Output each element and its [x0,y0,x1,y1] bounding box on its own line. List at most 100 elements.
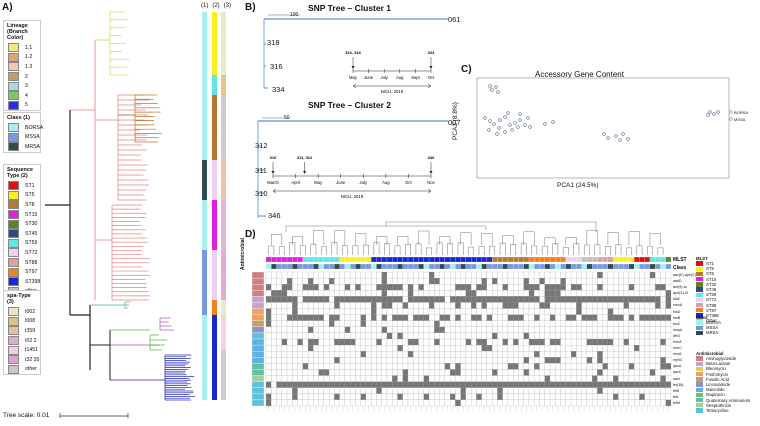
heatmap-cell [586,296,593,303]
heatmap-cell [265,302,272,309]
heatmap-cell [292,381,298,388]
heatmap-cell [592,387,598,394]
heatmap-cell [344,290,351,297]
heatmap-cell [292,271,298,279]
heatmap-cell [444,290,451,297]
heatmap-cell [623,351,630,358]
heatmap-cell [371,375,377,382]
heatmap-cell [418,393,424,401]
heatmap-cell [449,363,456,370]
heatmap-cell [576,308,582,315]
heatmap-cell [307,399,314,407]
heatmap-legend-label: Other [706,318,717,324]
legend-swatch [8,219,19,229]
heatmap-cell [439,308,445,315]
heatmap-cell [639,399,645,407]
legend-swatch [8,72,19,82]
pca-title: Accessory Gene Content [535,70,624,79]
heatmap-cell [439,314,445,321]
heatmap-cell [586,326,593,334]
heatmap-cell [539,302,545,309]
heatmap-cell [628,290,635,297]
heatmap-cell [428,296,435,303]
heatmap-cell [386,363,393,370]
heatmap-cell [334,302,340,309]
heatmap-cell [418,296,424,303]
heatmap-cell [618,369,624,376]
heatmap-cell [460,271,466,279]
heatmap-cell [665,271,672,279]
heatmap-cell [392,277,398,285]
heatmap-cell [528,393,535,401]
mlst-cell [623,256,630,263]
heatmap-cell [329,296,335,303]
heatmap-cell [618,393,624,401]
heatmap-cell [528,369,535,376]
heatmap-cell [423,375,430,382]
heatmap-cell [302,277,309,285]
heatmap-cell [592,271,598,279]
heatmap-cell [618,338,624,346]
heatmap-cell [371,363,377,370]
heatmap-cell [449,271,456,279]
heatmap-cell [586,363,593,370]
heatmap-cell [286,296,293,303]
heatmap-cell [397,320,403,327]
heatmap-cell [460,338,466,346]
heatmap-cell [655,271,661,279]
heatmap-cell [360,338,367,346]
heatmap-cell [460,375,466,382]
class-cell [376,263,382,270]
pca-point [716,110,720,114]
heatmap-cell [292,363,298,370]
heatmap-cell [350,308,356,315]
heatmap-cell [665,369,672,376]
event-arrowhead [271,171,275,174]
heatmap-cell [486,308,493,315]
heatmap-cell [644,332,651,340]
heatmap-cell [565,296,572,303]
heatmap-cell [649,326,656,334]
heatmap-cell [492,290,498,297]
heatmap-legend-swatch [696,297,703,303]
heatmap-cell [518,296,524,303]
heatmap-cell [460,308,466,315]
heatmap-cell [428,399,435,407]
class-strip-cell [202,300,207,315]
heatmap-cell [460,399,466,407]
heatmap-cell [444,351,451,358]
heatmap-cell [423,314,430,321]
heatmap-cell [344,363,351,370]
heatmap-legend-swatch [696,266,703,271]
heatmap-cell [471,284,477,291]
mlst-cell [618,256,624,263]
heatmap-cell [334,314,340,321]
heatmap-cell [665,332,672,340]
mlst-cell [386,256,393,263]
heatmap-cell [513,277,519,285]
heatmap-cell [660,320,666,327]
heatmap-cell [344,381,351,388]
heatmap-cell [539,375,545,382]
heatmap-cell [628,338,635,346]
heatmap-cell [555,369,561,376]
heatmap-cell [339,284,345,291]
heatmap-cell [381,326,388,334]
heatmap-cell [350,357,356,364]
heatmap-cell [307,302,314,309]
heatmap-cell [518,326,524,334]
heatmap-legend-swatch [696,361,703,366]
heatmap-cell [586,338,593,346]
heatmap-legend-label: Fosfomycin [706,371,728,377]
heatmap-cell [639,381,645,388]
heatmap-cell [355,296,361,303]
heatmap-cell [323,332,330,340]
heatmap-cell [339,399,345,407]
event-label: 310 [270,155,277,160]
heatmap-cell [565,387,572,394]
legend-label: ST88 [25,259,38,266]
heatmap-cell [297,308,303,315]
heatmap-cell [444,381,451,388]
heatmap-cell [376,296,382,303]
heatmap-cell [628,302,635,309]
